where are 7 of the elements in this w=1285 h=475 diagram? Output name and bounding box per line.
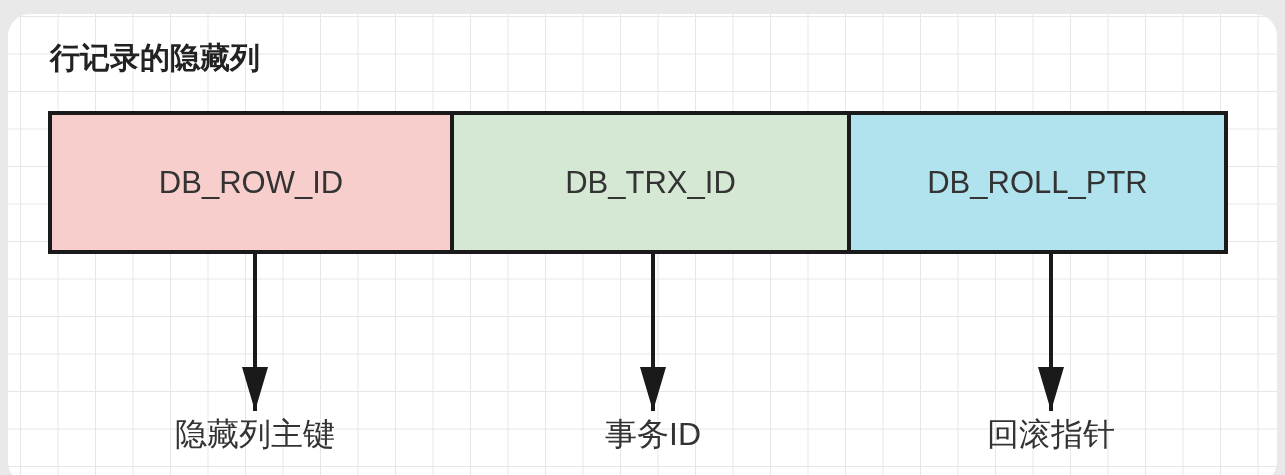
- arrow: [242, 254, 268, 411]
- field-description: 事务ID: [605, 413, 701, 457]
- arrow: [640, 254, 666, 411]
- title: 行记录的隐藏列: [50, 40, 260, 76]
- field-description: 隐藏列主键: [175, 413, 335, 457]
- field-description: 回滚指针: [987, 413, 1115, 457]
- arrow: [1038, 254, 1064, 411]
